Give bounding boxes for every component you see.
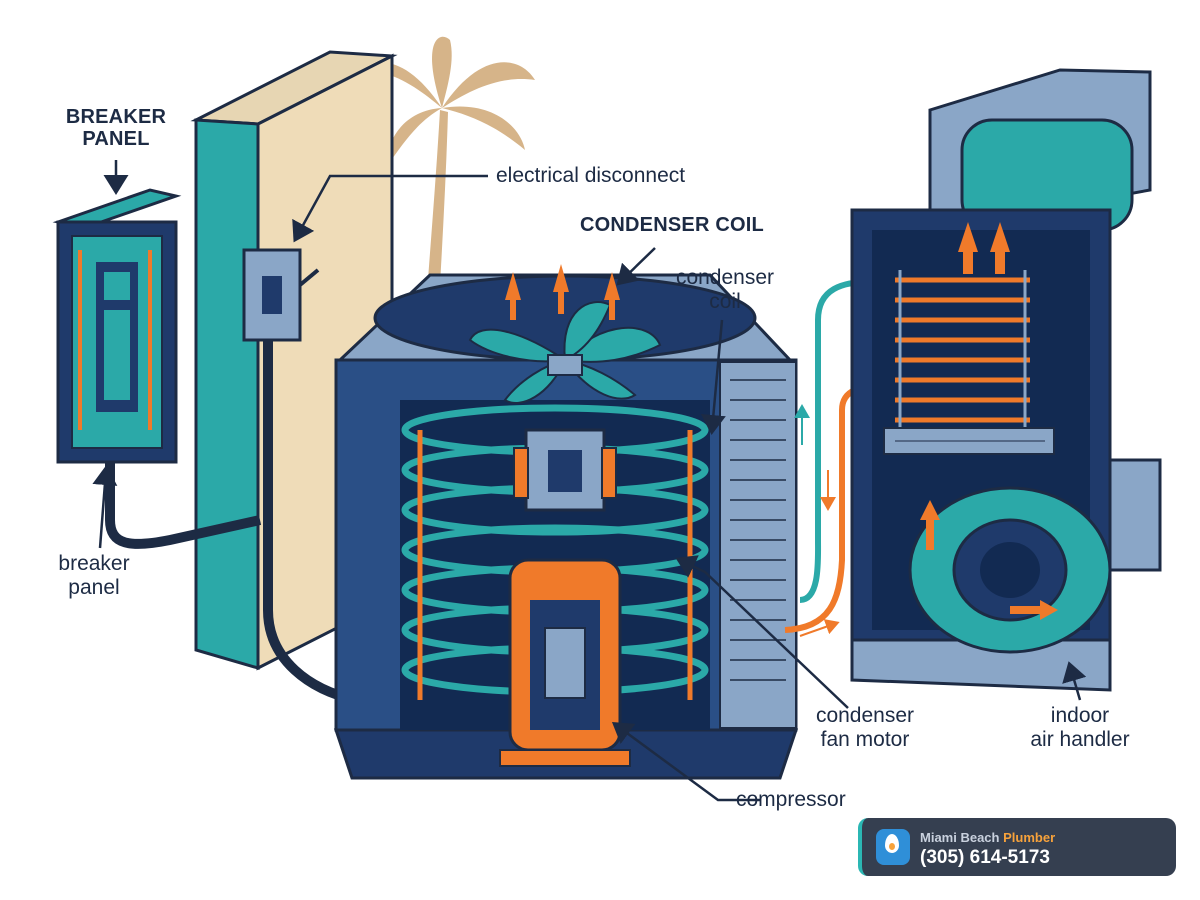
brand-name-prefix: Miami Beach [920, 830, 1000, 845]
indoor-air-handler-line-2: air handler [1030, 727, 1130, 751]
disconnect-box [242, 248, 320, 342]
indoor-air-handler-label: indoor air handler [1010, 704, 1150, 751]
arrow-condenser-fan-motor [675, 555, 849, 709]
fan-motor [513, 428, 617, 512]
brand-phone[interactable]: (305) 614-5173 [920, 847, 1050, 868]
breaker-panel-title-label: BREAKER PANEL [60, 106, 172, 151]
condenser-fan-motor-line-1: condenser [815, 704, 915, 727]
blower-fan [908, 486, 1112, 654]
brand-badge[interactable]: Miami Beach Plumber (305) 614-5173 [858, 818, 1176, 876]
condenser-coil-line-2: coil [709, 289, 741, 313]
breaker-panel-title-line-1: BREAKER [65, 106, 167, 128]
electrical-disconnect-label: electrical disconnect [496, 164, 686, 187]
brand-name-accent: Plumber [1003, 830, 1056, 845]
breaker-panel-line-2: panel [68, 575, 120, 599]
suction-line [799, 278, 881, 603]
compressor-label: compressor [736, 788, 846, 811]
indoor-air-handler-line-1: indoor [1050, 704, 1110, 727]
brand-name: Miami Beach Plumber [920, 830, 1055, 845]
arrow-electrical-disconnect [292, 174, 488, 243]
breaker-panel-label: breaker panel [44, 552, 144, 599]
arrow-indoor-air-handler [1062, 661, 1087, 701]
breaker-panel-title-line-2: PANEL [82, 128, 150, 151]
arrow-condenser-coil [700, 319, 726, 435]
arrow-breaker-panel [92, 465, 118, 549]
condenser-fan-motor-line-2: fan motor [820, 727, 910, 751]
arrow-condenser-coil-title [616, 247, 656, 286]
condenser-coil-label: condenser coil [670, 266, 780, 313]
air-handler-unit [850, 68, 1162, 692]
condenser-coil-line-1: condenser [675, 266, 775, 289]
water-drop-icon [876, 829, 910, 865]
condenser-fan-motor-label: condenser fan motor [800, 704, 930, 751]
conduit-pipe [105, 462, 262, 549]
condenser-unit [333, 264, 799, 780]
breaker-panel-box [52, 188, 182, 464]
arrow-compressor [611, 722, 760, 802]
compressor-unit [499, 558, 631, 767]
breaker-panel-line-1: breaker [58, 552, 130, 575]
condenser-coil-title-label: CONDENSER COIL [580, 214, 764, 236]
palm-tree-icon [360, 36, 535, 320]
